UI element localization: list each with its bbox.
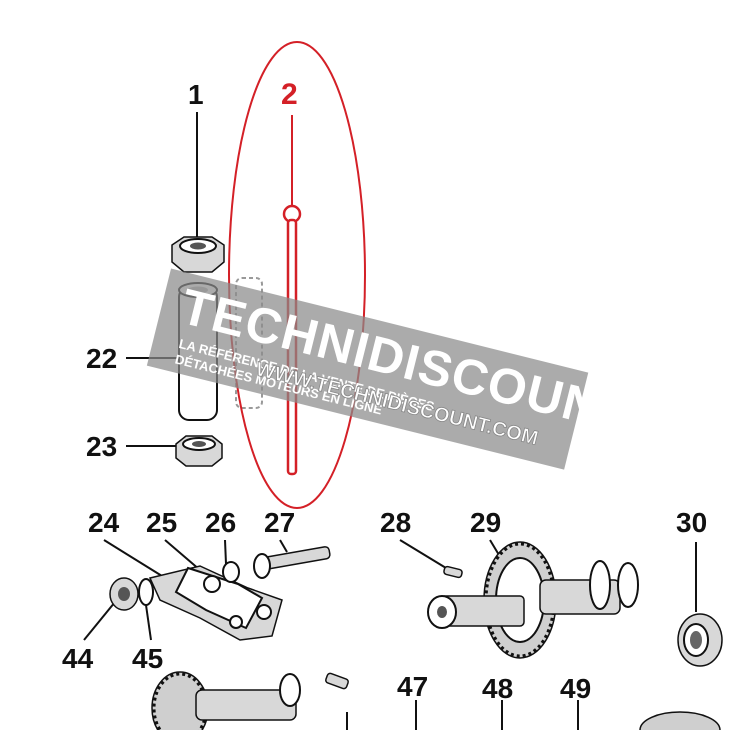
callout-44: 44 — [62, 643, 94, 674]
part-29-camshaft-gear[interactable] — [427, 539, 639, 659]
callout-49: 49 — [560, 673, 591, 704]
callout-45: 45 — [132, 643, 163, 674]
callout-30: 30 — [676, 507, 707, 538]
callout-25: 25 — [146, 507, 177, 538]
part-23-nut[interactable] — [126, 435, 223, 467]
callout-1: 1 — [188, 79, 204, 110]
callout-2: 2 — [281, 78, 298, 111]
callout-23: 23 — [86, 431, 117, 462]
callout-48: 48 — [482, 673, 513, 704]
lower-gear-shaft[interactable] — [151, 671, 349, 730]
callout-29: 29 — [470, 507, 501, 538]
callout-26: 26 — [205, 507, 236, 538]
callout-47: 47 — [397, 671, 428, 702]
callout-24: 24 — [88, 507, 120, 538]
highlight-ellipse — [228, 41, 366, 509]
lower-right-gear[interactable] — [639, 711, 721, 730]
callout-27: 27 — [264, 507, 295, 538]
part-2-push-rod[interactable] — [228, 41, 366, 509]
rocker-arm-assembly[interactable] — [83, 539, 331, 641]
part-30-bearing[interactable] — [677, 542, 723, 667]
part-28-key[interactable] — [399, 539, 463, 579]
callout-22: 22 — [86, 343, 117, 374]
part-1-nut[interactable] — [171, 112, 225, 273]
callout-28: 28 — [380, 507, 411, 538]
